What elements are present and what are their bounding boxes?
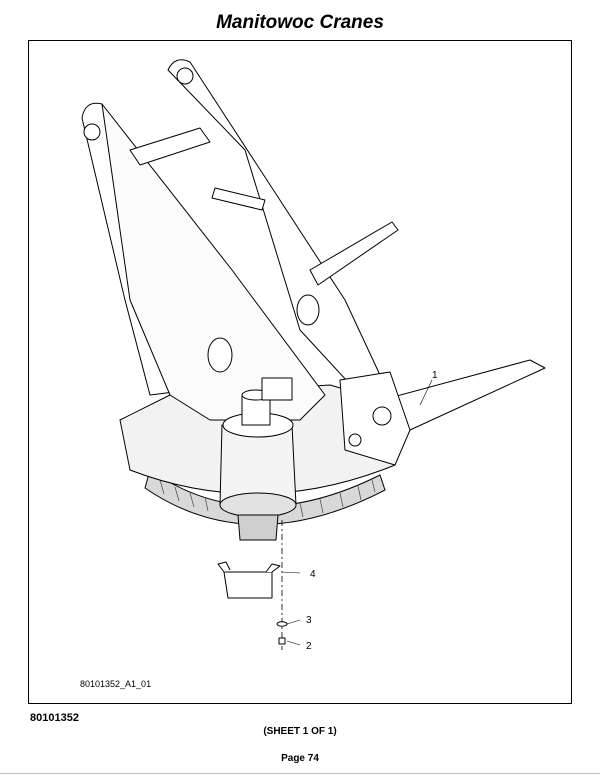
page-number: Page 74	[281, 753, 319, 764]
part-number: 80101352	[30, 712, 79, 724]
drawing-id: 80101352_A1_01	[80, 679, 152, 689]
callout-1: 1	[432, 370, 438, 381]
bolt	[278, 637, 286, 645]
callout-4: 4	[310, 569, 316, 580]
cover-bracket	[223, 571, 273, 599]
rear-arm	[309, 221, 399, 286]
sheet-indicator: (SHEET 1 OF 1)	[263, 726, 337, 737]
callout-3: 3	[306, 615, 312, 626]
washer	[276, 621, 288, 627]
drive-pinion	[237, 514, 279, 541]
gear-teeth	[159, 479, 376, 518]
mid-cross-member	[211, 187, 266, 211]
bottom-divider	[0, 773, 600, 774]
top-cross-member	[129, 127, 211, 166]
page-title: Manitowoc Cranes	[216, 12, 384, 33]
callout-2: 2	[306, 641, 312, 652]
right-upright	[167, 59, 381, 396]
